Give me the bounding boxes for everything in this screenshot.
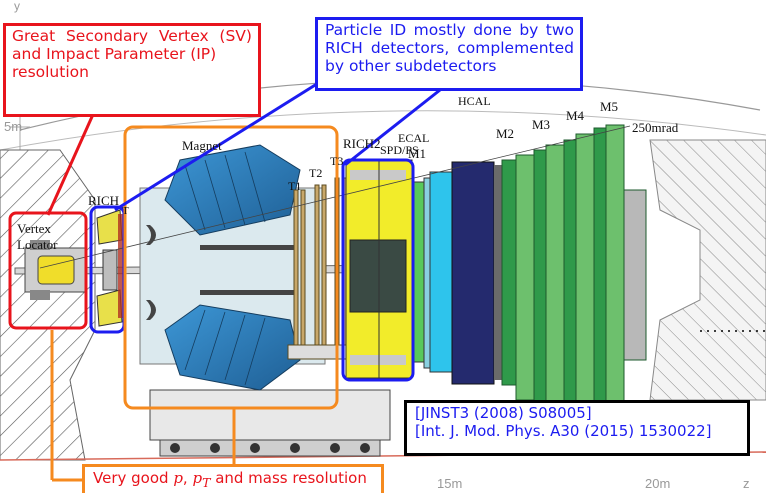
y-tick-label: 5m <box>4 119 22 134</box>
hcal-label: HCAL <box>458 94 491 108</box>
muon-stations-drawing <box>501 124 647 438</box>
rich1-label: RICH <box>88 193 119 208</box>
pid-word: complemented <box>457 39 574 58</box>
pid-callout: Particle ID mostly done by two RICH dete… <box>315 17 583 91</box>
t3-label: T3 <box>330 154 343 168</box>
reference-jinst: [JINST3 (2008) S08005] <box>415 404 592 422</box>
spd-ps-label: SPD/PS <box>380 143 419 157</box>
mass-resolution-callout: Very good p, pT and mass resolution <box>82 464 384 493</box>
magnet-label: Magnet <box>182 138 222 153</box>
calorimeters-drawing <box>411 161 502 385</box>
momentum-symbol: p <box>173 469 183 487</box>
m4-label: M4 <box>566 108 585 123</box>
reference-ijmpa: [Int. J. Mod. Phys. A30 (2015) 1530022] <box>415 421 712 440</box>
pid-pointer-line-2 <box>344 88 441 167</box>
pid-word: Particle <box>325 21 383 39</box>
mrad-label: 250mrad <box>632 120 679 135</box>
rich2-drawing <box>345 159 413 379</box>
sv-ip-line-2: and Impact Parameter (IP) <box>12 45 217 64</box>
z-axis-label: z <box>743 476 750 491</box>
m3-label: M3 <box>532 117 550 132</box>
mass-separator: , <box>182 469 193 487</box>
sv-word: Secondary <box>65 27 149 45</box>
sv-ip-callout: Great Secondary Vertex (SV) and Impact P… <box>3 23 261 117</box>
rich1-drawing <box>96 209 126 327</box>
rich2-highlight <box>341 158 415 382</box>
callout-frames <box>8 80 441 482</box>
magnet-highlight <box>123 125 339 410</box>
acceptance-line <box>39 125 631 269</box>
pid-word: two <box>545 21 574 39</box>
vertex-locator-label-1: Vertex <box>17 221 51 236</box>
pid-pointer-line-1 <box>114 80 321 212</box>
m5-label: M5 <box>600 99 618 114</box>
pid-line-3: by other subdetectors <box>325 57 497 76</box>
vertex-locator-drawing <box>24 240 86 300</box>
sv-word: (SV) <box>219 27 252 45</box>
pid-word: RICH <box>325 39 363 58</box>
z-tick-label-20m: 20m <box>645 476 670 491</box>
sv-word: Great <box>12 27 56 45</box>
references-box: [JINST3 (2008) S08005] [Int. J. Mod. Phy… <box>404 400 750 456</box>
vertex-locator-label-2: Locator <box>17 237 58 252</box>
pid-word: mostly <box>413 21 466 39</box>
m2-label: M2 <box>496 126 514 141</box>
pid-word: ID <box>389 21 407 39</box>
mass-prefix: Very good <box>93 469 174 487</box>
right-shielding-wall <box>649 139 766 401</box>
sv-ip-line-1: Great Secondary Vertex (SV) <box>12 27 258 45</box>
sv-ip-line-3: resolution <box>12 63 89 82</box>
rich2-label: RICH2 <box>343 136 381 151</box>
floor <box>0 389 766 461</box>
mass-suffix: and mass resolution <box>210 469 367 487</box>
pid-word: by <box>519 21 539 39</box>
transverse-subscript: T <box>202 475 211 490</box>
m1-label: M1 <box>408 146 426 161</box>
pid-line-2: RICH detectors, complemented <box>325 39 580 57</box>
t1-label: T1 <box>288 179 301 193</box>
pid-word: detectors, <box>370 39 450 58</box>
y-axis-label: y <box>14 0 20 13</box>
transverse-momentum-symbol: p <box>192 469 203 487</box>
z-tick-label-15m: 15m <box>437 476 462 491</box>
pid-line-1: Particle ID mostly done by two <box>325 21 580 39</box>
mass-resolution-text: Very good p, pT and mass resolution <box>93 469 381 491</box>
sv-pointer-line <box>46 109 97 216</box>
ecal-label: ECAL <box>398 131 429 145</box>
pid-word: done <box>473 21 512 39</box>
t2-label: T2 <box>309 166 322 180</box>
left-shielding-wall <box>0 149 96 461</box>
sv-word: Vertex <box>158 27 209 45</box>
rich1-suffix-label: T <box>122 205 129 217</box>
